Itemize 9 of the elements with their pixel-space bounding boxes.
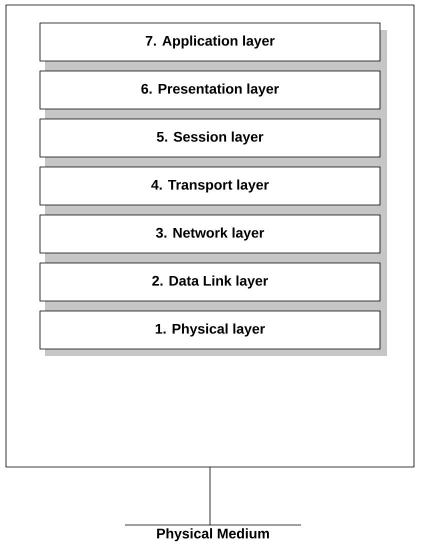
outer-box (6, 4, 414, 468)
layer-box: 1. Physical layer (40, 310, 380, 350)
medium-line: Physical Medium (124, 524, 302, 542)
layer-box: 2. Data Link layer (40, 262, 380, 302)
layer-box: 7. Application layer (40, 22, 380, 62)
layer-box: 6. Presentation layer (40, 70, 380, 110)
layer-box: 3. Network layer (40, 214, 380, 254)
layer-box: 4. Transport layer (40, 166, 380, 206)
layer-box: 5. Session layer (40, 118, 380, 158)
